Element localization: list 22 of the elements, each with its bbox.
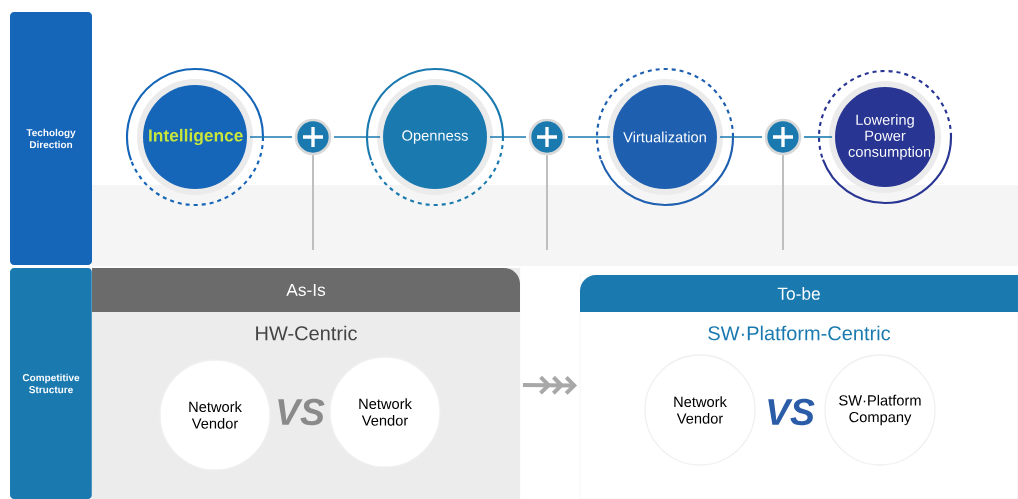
- plus-icon: [764, 118, 802, 156]
- plus-icon: [528, 118, 566, 156]
- plus-icon: [294, 118, 332, 156]
- circle-node: SW·Platform Company: [824, 354, 936, 466]
- connector-line: [567, 136, 611, 138]
- circle-node: Intelligence: [125, 67, 265, 207]
- connector-line: [489, 136, 527, 138]
- connector-line: [333, 136, 381, 138]
- side-band: Techology Direction: [10, 12, 92, 265]
- connector-line: [249, 136, 293, 138]
- connector-line: [522, 375, 578, 395]
- circle-node: Openness: [365, 67, 505, 207]
- circle-node: Virtualization: [595, 67, 735, 207]
- circle-node: Network Vendor: [329, 356, 441, 468]
- connector-line: [719, 136, 763, 138]
- circle-node: Network Vendor: [159, 359, 271, 471]
- vs-label: VS: [768, 398, 815, 426]
- side-band: Competitive Structure: [10, 268, 92, 499]
- connector-line: [803, 136, 833, 138]
- circle-node: Network Vendor: [644, 354, 756, 466]
- circle-node: Lowering Power consumption: [817, 69, 953, 205]
- vs-label: VS: [278, 398, 325, 426]
